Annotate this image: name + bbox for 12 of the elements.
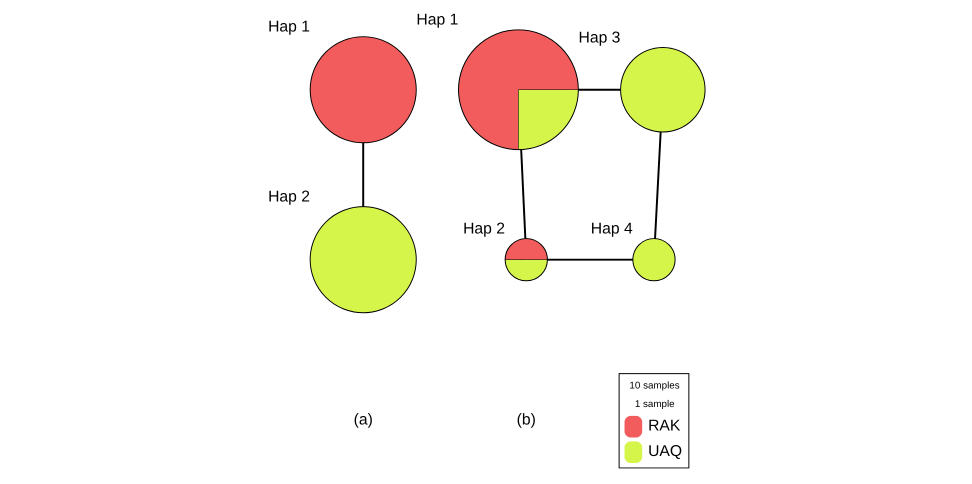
node-label: Hap 3	[578, 29, 620, 46]
node-label: Hap 2	[462, 220, 504, 238]
label: (a)	[353, 412, 372, 429]
node-label: Hap 2	[268, 188, 310, 206]
label: (b)	[516, 412, 536, 429]
legend-label: UAQ	[648, 442, 682, 460]
node-label: Hap 1	[416, 12, 458, 29]
node-label: Hap 4	[590, 220, 632, 238]
legend-label: RAK	[648, 417, 680, 434]
node-label: Hap 1	[268, 18, 310, 36]
legend-label: 1 sample	[634, 399, 674, 410]
legend-label: 10 samples	[628, 380, 680, 392]
